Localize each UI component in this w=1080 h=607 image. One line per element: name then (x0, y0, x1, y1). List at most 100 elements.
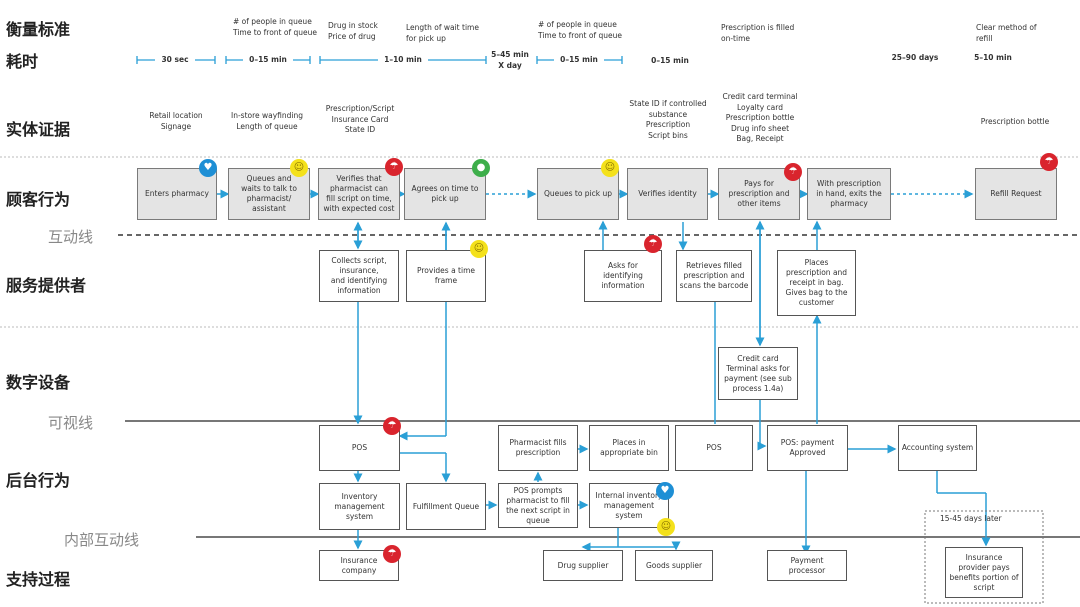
evidence-label: Prescription bottle (980, 117, 1050, 126)
step-label: Asks for identifying information (601, 261, 645, 290)
step-label: Inventory management system (334, 491, 385, 521)
smile-icon: ☺ (470, 240, 488, 258)
step-label: Enters pharmacy (145, 189, 209, 198)
step-label: Fulfillment Queue (412, 501, 480, 511)
time-label: 25–90 days (891, 53, 939, 62)
step-asks-identifying-info[interactable]: Asks for identifying information (584, 250, 662, 302)
lane-evidence: 实体证据 (6, 120, 71, 139)
step-insurance-provider-pays[interactable]: Insurance provider pays benefits portion… (945, 547, 1023, 598)
smile-icon: ☺ (290, 159, 308, 177)
step-label: With prescription in hand, exits the pha… (816, 179, 882, 208)
evidence-label: Credit card terminal Loyalty card Prescr… (722, 92, 798, 143)
step-fulfillment-queue[interactable]: Fulfillment Queue (406, 483, 486, 530)
step-label: Drug supplier (557, 560, 609, 570)
step-exits-pharmacy[interactable]: With prescription in hand, exits the pha… (807, 168, 891, 220)
step-accounting-system[interactable]: Accounting system (898, 425, 977, 471)
evidence-label: In-store wayfinding Length of queue (230, 111, 304, 131)
measure-label: Drug in stock Price of drug (328, 21, 378, 41)
step-label: Retrieves filled prescription and scans … (679, 261, 749, 290)
step-internal-inventory[interactable]: Internal inventory management system (589, 483, 669, 528)
umbrella-icon: ☂ (383, 417, 401, 435)
heart-icon: ♥ (199, 159, 217, 177)
step-places-in-bin[interactable]: Places in appropriate bin (589, 425, 669, 471)
step-label: Pays for prescription and other items (728, 179, 790, 208)
step-pos-checkout[interactable]: POS (675, 425, 753, 471)
step-agrees-pickup-time[interactable]: Agrees on time to pick up (404, 168, 486, 220)
time-label: 0–15 min (554, 55, 604, 66)
lane-backstage: 后台行为 (6, 471, 71, 490)
lane-digital: 数字设备 (6, 373, 71, 392)
step-goods-supplier[interactable]: Goods supplier (635, 550, 713, 581)
apple-icon: ● (472, 159, 490, 177)
step-label: Queues to pick up (543, 189, 613, 198)
step-label: POS (706, 443, 722, 452)
time-label: 30 sec (155, 55, 195, 66)
smile-icon: ☺ (657, 518, 675, 536)
measure-label: # of people in queue Time to front of qu… (538, 20, 622, 40)
step-credit-card-terminal[interactable]: Credit card Terminal asks for payment (s… (718, 347, 798, 400)
step-provides-time-frame[interactable]: Provides a time frame (406, 250, 486, 302)
step-label: Insurance provider pays benefits portion… (949, 552, 1019, 592)
heart-icon: ♥ (656, 482, 674, 500)
visibility-line-label: 可视线 (48, 414, 94, 432)
step-enters-pharmacy[interactable]: Enters pharmacy (137, 168, 217, 220)
umbrella-icon: ☂ (644, 235, 662, 253)
evidence-label: Prescription/Script Insurance Card State… (325, 104, 395, 134)
delay-note: 15-45 days later (940, 514, 1002, 523)
lane-time: 耗时 (6, 52, 39, 71)
lane-support: 支持过程 (6, 570, 71, 589)
step-label: Places in appropriate bin (600, 438, 658, 457)
step-retrieves-prescription[interactable]: Retrieves filled prescription and scans … (676, 250, 752, 302)
step-label: POS (351, 443, 368, 452)
interaction-line-label: 互动线 (48, 228, 94, 246)
step-verifies-identity[interactable]: Verifies identity (627, 168, 708, 220)
time-label: 5–10 min (974, 53, 1012, 62)
time-label: 0–15 min (651, 56, 689, 65)
step-label: Verifies identity (638, 189, 697, 198)
step-pos-payment-approved[interactable]: POS: payment Approved (767, 425, 848, 471)
step-label: Goods supplier (645, 560, 703, 570)
evidence-label: State ID if controlled substance Prescri… (629, 99, 707, 140)
time-label: 0–15 min (243, 55, 293, 66)
step-label: Refill Request (990, 189, 1042, 198)
step-label: Provides a time frame (416, 266, 475, 285)
measure-label: Prescription is filled on-time (721, 23, 795, 43)
step-label: Credit card Terminal asks for payment (s… (724, 353, 792, 393)
step-label: Payment processor (788, 555, 826, 575)
measure-label: Length of wait time for pick up (406, 23, 479, 43)
step-label: POS: payment Approved (780, 438, 835, 457)
measure-label: # of people in queue Time to front of qu… (233, 17, 317, 37)
step-refill-request[interactable]: Refill Request (975, 168, 1057, 220)
step-label: Verifies that pharmacist can fill script… (323, 174, 395, 213)
smile-icon: ☺ (601, 159, 619, 177)
step-drug-supplier[interactable]: Drug supplier (543, 550, 623, 581)
step-label: Places prescription and receipt in bag. … (785, 258, 848, 307)
step-label: Agrees on time to pick up (411, 184, 479, 203)
umbrella-icon: ☂ (385, 158, 403, 176)
step-collects-script[interactable]: Collects script, insurance, and identify… (319, 250, 399, 302)
step-label: Pharmacist fills prescription (509, 438, 567, 457)
umbrella-icon: ☂ (1040, 153, 1058, 171)
umbrella-icon: ☂ (383, 545, 401, 563)
step-pharmacist-fills[interactable]: Pharmacist fills prescription (498, 425, 578, 471)
step-label: Collects script, insurance, and identify… (330, 256, 388, 295)
step-queues-to-pick-up[interactable]: Queues to pick up (537, 168, 619, 220)
step-places-in-bag[interactable]: Places prescription and receipt in bag. … (777, 250, 856, 316)
measure-label: Clear method of refill (976, 23, 1037, 43)
step-payment-processor[interactable]: Payment processor (767, 550, 847, 581)
step-inventory-management[interactable]: Inventory management system (319, 483, 400, 530)
step-label: POS prompts pharmacist to fill the next … (506, 485, 570, 525)
step-verifies-pharmacist[interactable]: Verifies that pharmacist can fill script… (318, 168, 400, 220)
umbrella-icon: ☂ (784, 163, 802, 181)
step-label: Queues and waits to talk to pharmacist/ … (241, 174, 297, 213)
step-label: Insurance company (340, 555, 378, 575)
step-pos-prompts-pharmacist[interactable]: POS prompts pharmacist to fill the next … (498, 483, 578, 528)
lane-measure: 衡量标准 (6, 20, 71, 39)
step-label: Internal inventory management system (595, 490, 663, 520)
lane-customer: 顾客行为 (6, 190, 71, 209)
lane-provider: 服务提供者 (6, 276, 87, 295)
internal-line-label: 内部互动线 (64, 531, 140, 549)
evidence-label: Retail location Signage (149, 111, 203, 131)
step-label: Accounting system (901, 443, 974, 452)
time-label: 5–45 min X day (488, 50, 532, 71)
